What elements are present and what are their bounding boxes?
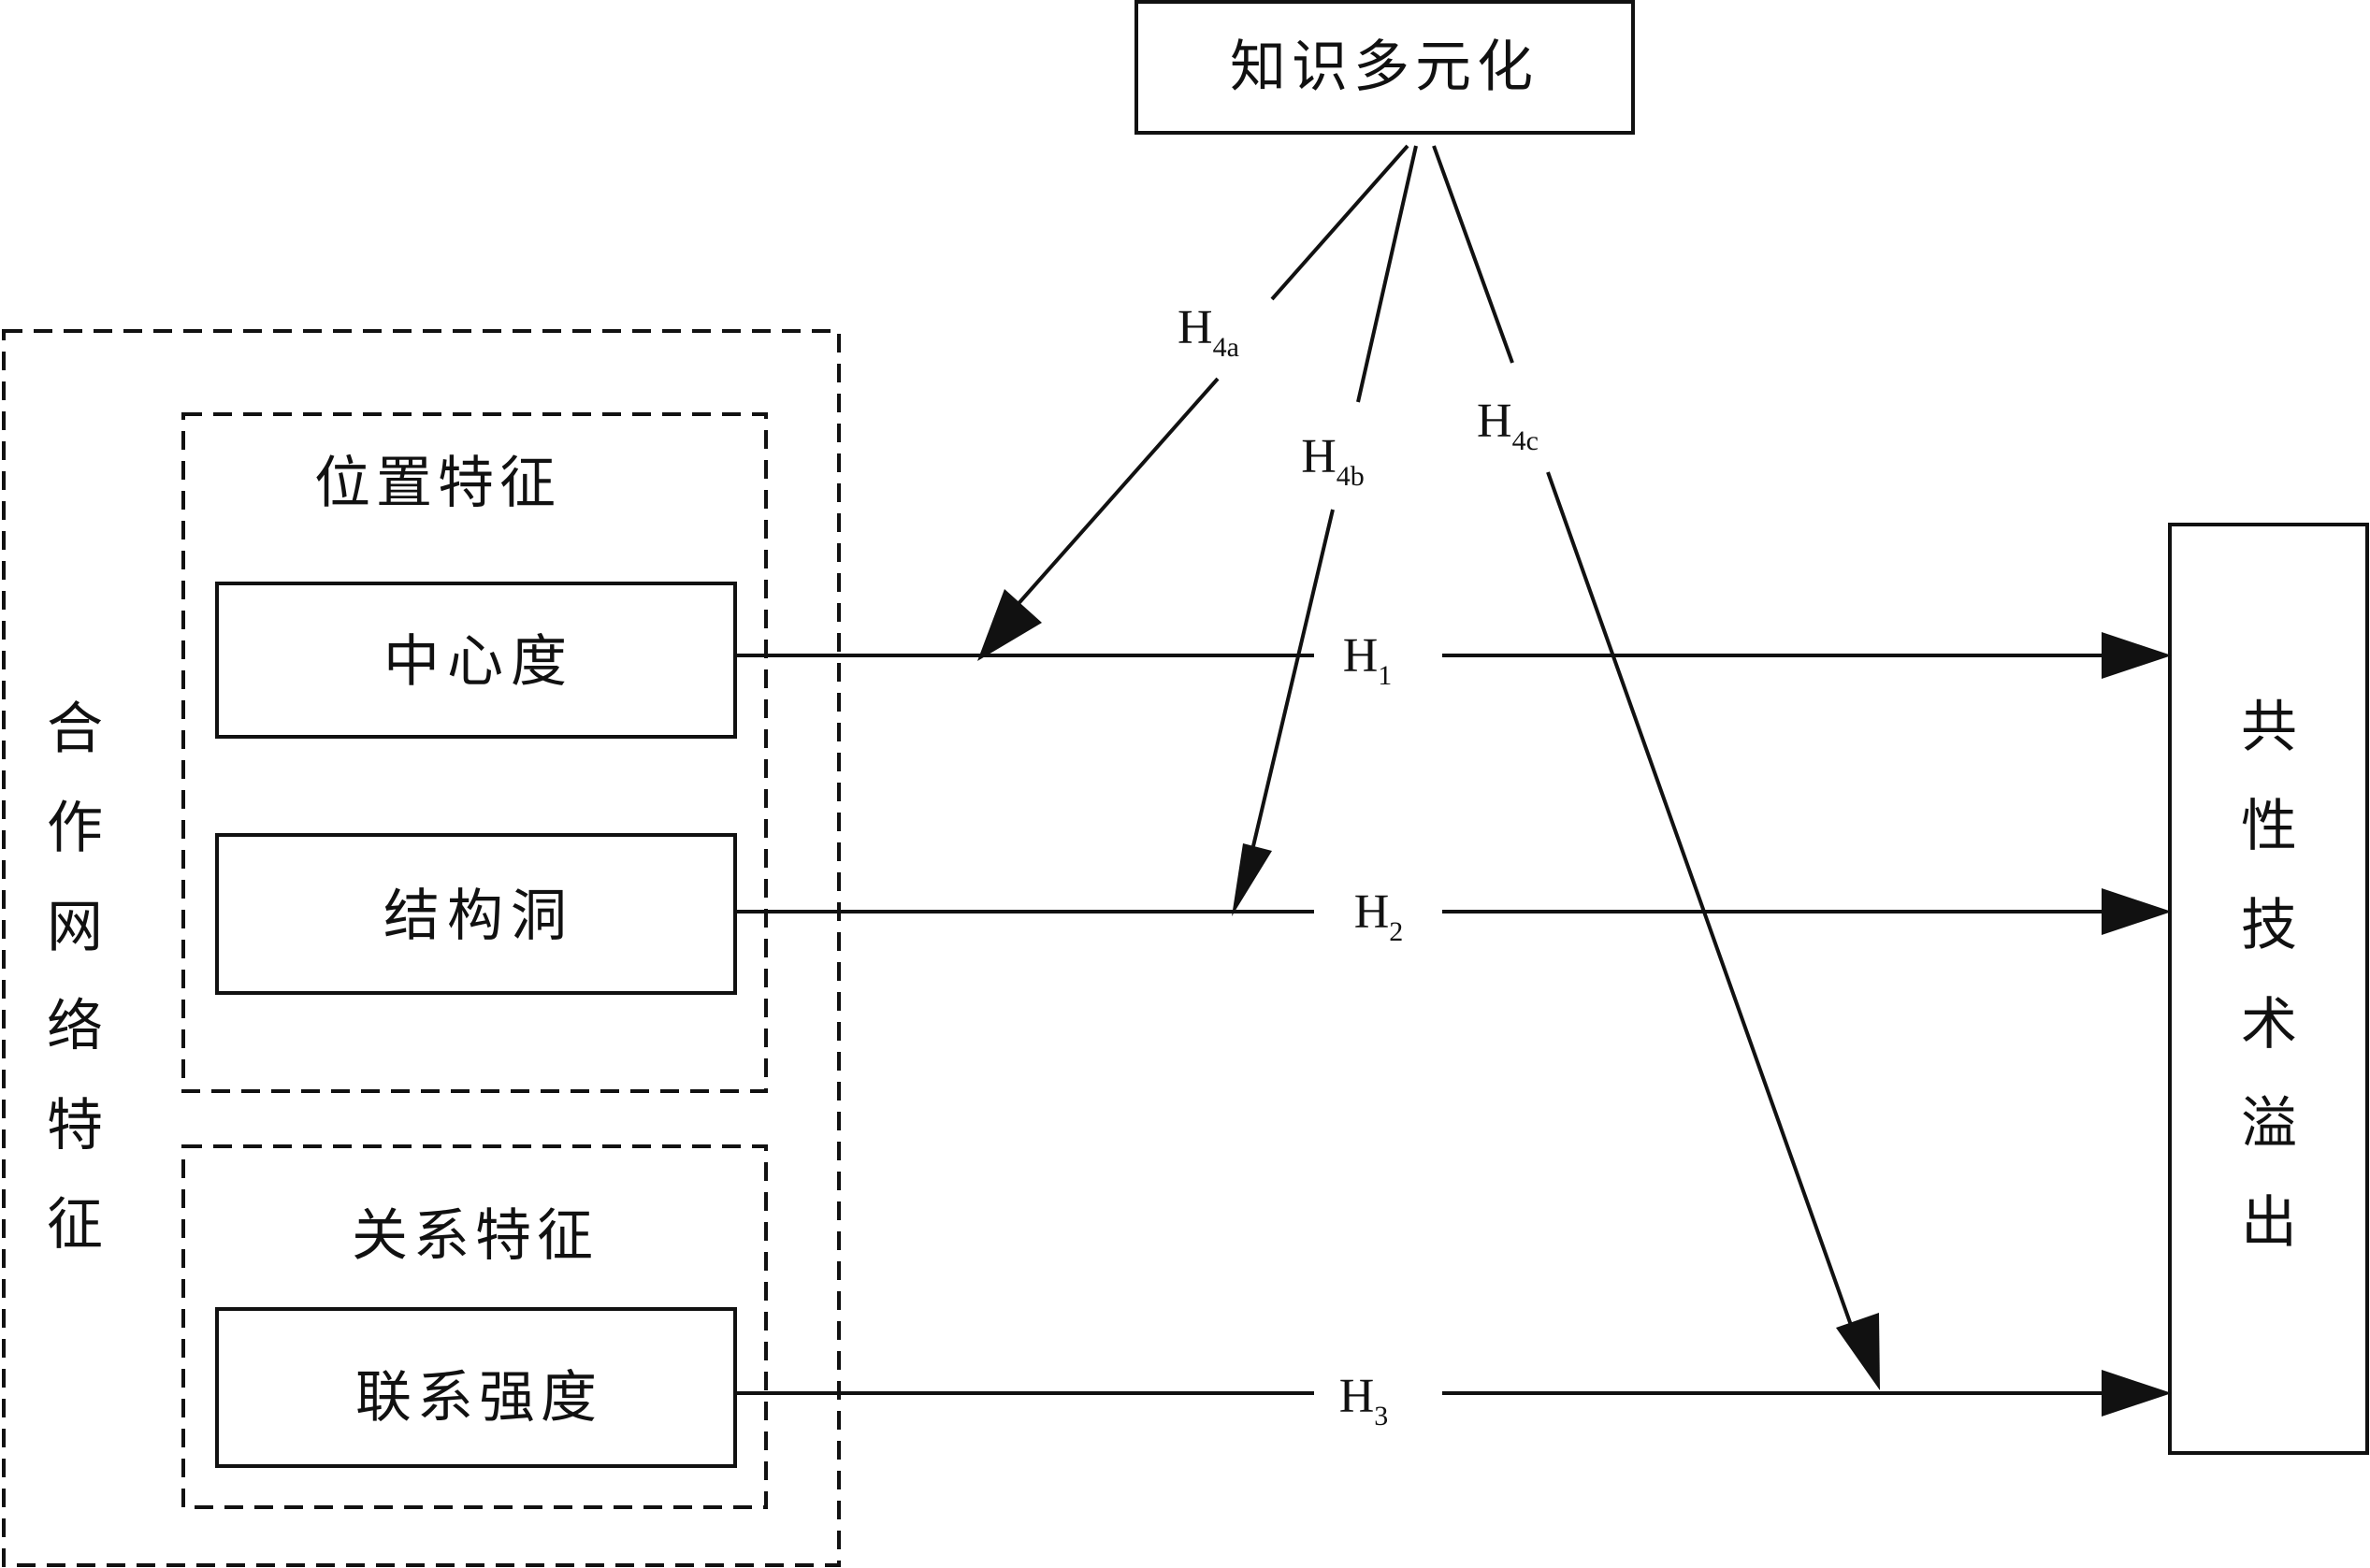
- arrowhead-h3: [2102, 1370, 2172, 1417]
- tie-strength-label: 联系强度: [355, 1365, 602, 1431]
- arrowhead-h2: [2102, 888, 2172, 935]
- position-characteristics-title: 位置特征: [314, 451, 561, 516]
- generic-technology-spillover-label: 共性技术溢出: [2241, 695, 2297, 1256]
- network-characteristics-label: 合作网络特征: [47, 697, 103, 1258]
- hypothesis-h4a-label: H4a: [1178, 301, 1239, 363]
- network-characteristics-group: [2, 329, 841, 1567]
- arrowhead-h4b: [1232, 843, 1272, 916]
- knowledge-diversification-label: 知识多元化: [1230, 35, 1539, 100]
- centrality-label: 中心度: [383, 629, 574, 695]
- hypothesis-h2-label: H2: [1354, 885, 1404, 947]
- structural-hole-box: [215, 833, 737, 995]
- generic-technology-spillover-box: [2168, 523, 2369, 1455]
- tie-strength-box: [215, 1307, 737, 1468]
- hypothesis-h3-label: H3: [1339, 1370, 1389, 1431]
- path-h4a: [1013, 144, 1409, 610]
- arrowhead-h1: [2102, 632, 2172, 679]
- relation-characteristics-title: 关系特征: [352, 1203, 599, 1269]
- relation-characteristics-group: [181, 1144, 768, 1509]
- hypothesis-h1-label: H1: [1343, 629, 1393, 691]
- path-h4c: [1432, 145, 1854, 1329]
- hypothesis-h4c-label: H4c: [1477, 395, 1539, 456]
- hypothesis-h4b-label: H4b: [1301, 430, 1365, 492]
- path-h4b: [1251, 145, 1418, 847]
- centrality-box: [215, 582, 737, 739]
- arrowhead-h4c: [1836, 1313, 1880, 1390]
- arrowhead-h4a: [977, 589, 1042, 661]
- structural-hole-label: 结构洞: [383, 884, 574, 949]
- knowledge-diversification-box: [1134, 0, 1635, 135]
